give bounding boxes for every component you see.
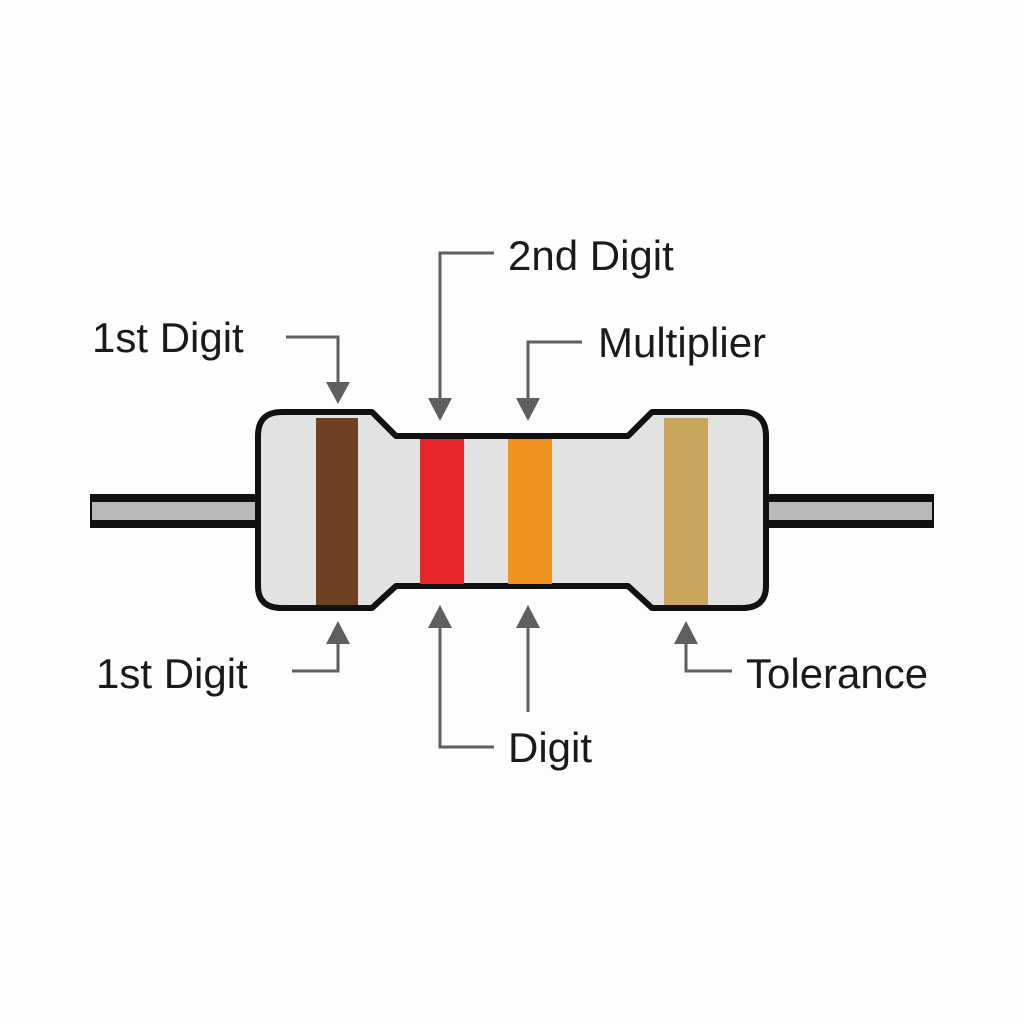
left-lead <box>90 494 262 528</box>
leader-top-second-digit <box>428 251 494 421</box>
label-top-first-digit: 1st Digit <box>92 314 244 361</box>
band-first-digit <box>316 418 358 605</box>
band-second-digit <box>420 439 464 584</box>
leader-bottom-first-digit <box>292 621 350 673</box>
leader-bottom-multiplier <box>516 605 540 712</box>
leader-bottom-digit <box>428 605 494 749</box>
label-bottom-tolerance: Tolerance <box>746 650 928 697</box>
label-top-multiplier: Multiplier <box>598 319 766 366</box>
leader-bottom-tolerance <box>674 621 732 673</box>
band-multiplier <box>508 439 552 584</box>
label-bottom-first-digit: 1st Digit <box>96 650 248 697</box>
leader-top-first-digit <box>286 335 350 404</box>
label-bottom-digit: Digit <box>508 724 592 771</box>
right-lead <box>760 494 934 528</box>
band-tolerance <box>664 418 708 605</box>
leader-top-multiplier <box>516 340 582 421</box>
label-top-second-digit: 2nd Digit <box>508 232 674 279</box>
